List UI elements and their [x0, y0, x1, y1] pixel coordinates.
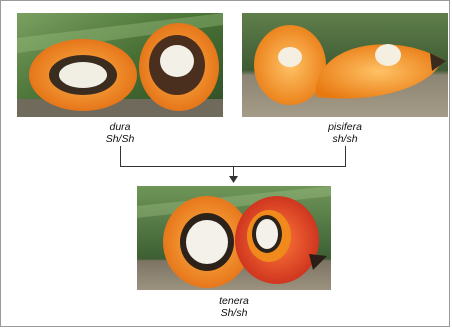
pisifera-fruit-photo [242, 13, 448, 117]
tenera-name-label: tenera [194, 295, 274, 307]
pisifera-genotype-label: sh/sh [305, 133, 385, 145]
pisifera-connector-line [345, 146, 346, 166]
pisifera-name-label: pisifera [305, 121, 385, 133]
tenera-genotype-label: Sh/sh [194, 307, 274, 319]
dura-genotype-label: Sh/Sh [80, 133, 160, 145]
dura-fruit-photo [17, 13, 223, 117]
dura-connector-line [120, 146, 121, 166]
down-arrow-icon [229, 176, 238, 183]
tenera-caption: tenera Sh/sh [194, 295, 274, 319]
dura-caption: dura Sh/Sh [80, 121, 160, 145]
tenera-fruit-photo [137, 186, 331, 290]
pisifera-caption: pisifera sh/sh [305, 121, 385, 145]
dura-name-label: dura [80, 121, 160, 133]
